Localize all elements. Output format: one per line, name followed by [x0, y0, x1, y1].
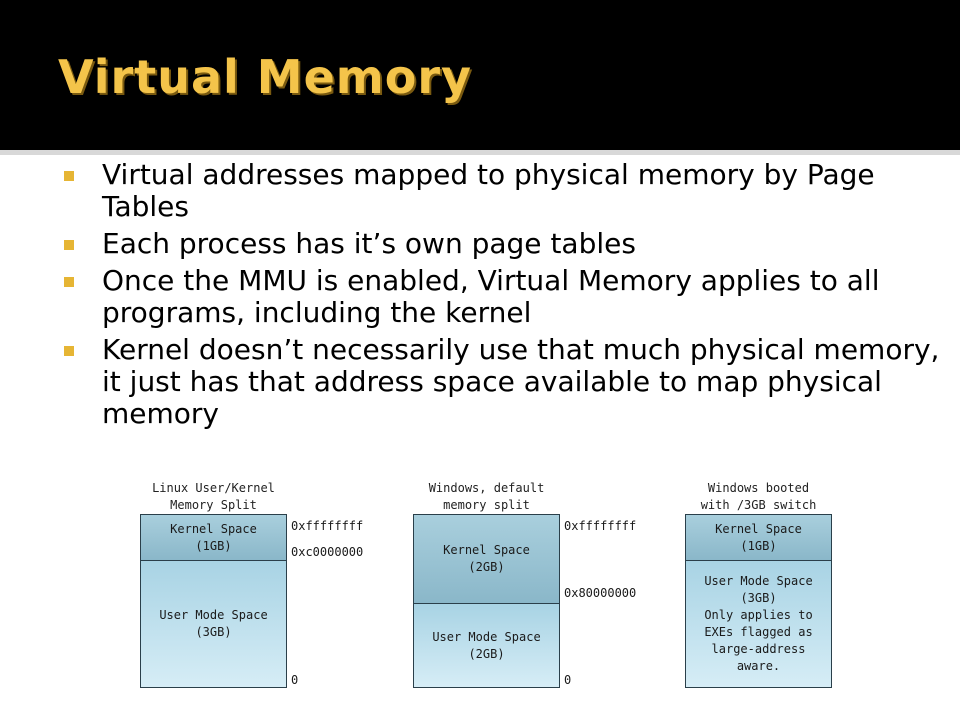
bullet-text: Kernel doesn’t necessarily use that much…	[102, 333, 940, 430]
bullet-text: Each process has it’s own page tables	[102, 227, 636, 260]
windows-3gb-user-space-block: User Mode Space (3GB) Only applies to EX…	[685, 560, 832, 688]
bullet-list: Virtual addresses mapped to physical mem…	[64, 159, 944, 435]
slide-content: Virtual addresses mapped to physical mem…	[0, 155, 960, 720]
linux-user-space-block: User Mode Space (3GB)	[140, 560, 287, 688]
bullet-text: Virtual addresses mapped to physical mem…	[102, 158, 875, 223]
windows-default-address-split: 0x80000000	[564, 586, 637, 600]
title-bar: Virtual Memory	[0, 0, 960, 150]
square-bullet-icon	[64, 171, 74, 181]
linux-address-bottom: 0	[291, 673, 299, 687]
windows-3gb-kernel-space-block: Kernel Space (1GB)	[685, 514, 832, 561]
square-bullet-icon	[64, 346, 74, 356]
title-divider	[0, 150, 960, 155]
windows-default-kernel-space-block: Kernel Space (2GB)	[413, 514, 560, 604]
square-bullet-icon	[64, 277, 74, 287]
square-bullet-icon	[64, 240, 74, 250]
windows-default-address-top: 0xffffffff	[564, 519, 637, 533]
windows-default-user-space-block: User Mode Space (2GB)	[413, 603, 560, 688]
slide-title: Virtual Memory	[58, 50, 472, 104]
bullet-item: Kernel doesn’t necessarily use that much…	[64, 334, 944, 430]
linux-diagram-caption: Linux User/Kernel Memory Split	[152, 481, 275, 512]
bullet-item: Each process has it’s own page tables	[64, 228, 944, 260]
bullet-item: Once the MMU is enabled, Virtual Memory …	[64, 265, 944, 329]
windows-default-address-bottom: 0	[564, 673, 572, 687]
linux-address-top: 0xffffffff	[291, 519, 364, 533]
windows-default-diagram-caption: Windows, default memory split	[428, 481, 545, 512]
linux-address-split: 0xc0000000	[291, 545, 364, 559]
bullet-item: Virtual addresses mapped to physical mem…	[64, 159, 944, 223]
bullet-text: Once the MMU is enabled, Virtual Memory …	[102, 264, 880, 329]
linux-kernel-space-block: Kernel Space (1GB)	[140, 514, 287, 561]
windows-3gb-diagram-caption: Windows booted with /3GB switch	[700, 481, 817, 512]
